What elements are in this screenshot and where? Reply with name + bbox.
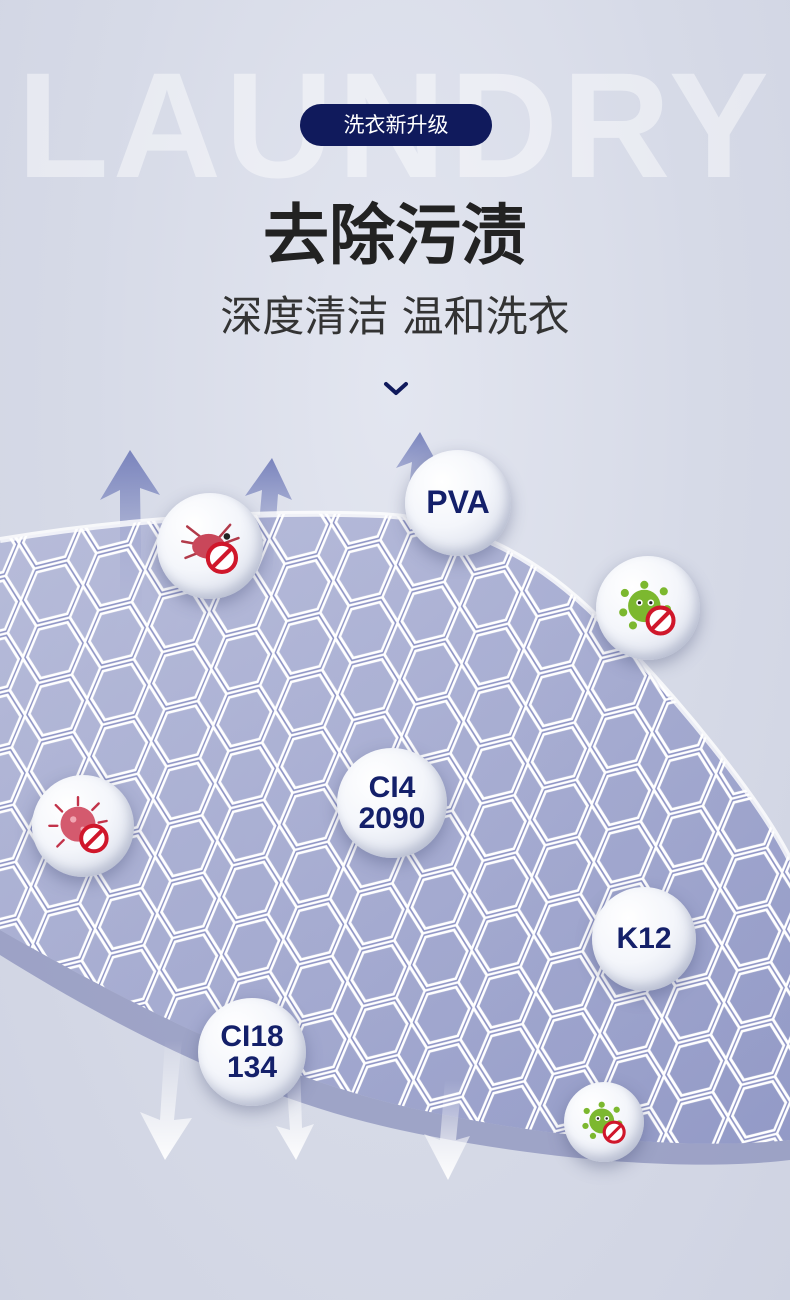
germ-small-prohibited-icon (564, 1082, 644, 1162)
virus-prohibited-icon (32, 775, 134, 877)
mite-prohibited-icon (157, 493, 263, 599)
k12-bubble: K12 (592, 887, 696, 991)
germ-prohibited-icon (596, 556, 700, 660)
pva-label: PVA (426, 484, 490, 521)
ci18-134-label: CI18 134 (220, 1019, 284, 1084)
pva-bubble: PVA (405, 450, 511, 556)
ci18-134-bubble: CI18 134 (198, 998, 306, 1106)
arrows-down (140, 1040, 470, 1180)
k12-label: K12 (616, 922, 672, 956)
ci4-2090-bubble: CI4 2090 (337, 748, 447, 858)
upgrade-badge: 洗衣新升级 (300, 104, 492, 146)
page-subtitle: 深度清洁 温和洗衣 (220, 292, 570, 341)
page-title: 去除污渍 (263, 197, 527, 274)
chevron-down-icon (384, 382, 408, 395)
ci4-2090-label: CI4 2090 (358, 770, 426, 835)
